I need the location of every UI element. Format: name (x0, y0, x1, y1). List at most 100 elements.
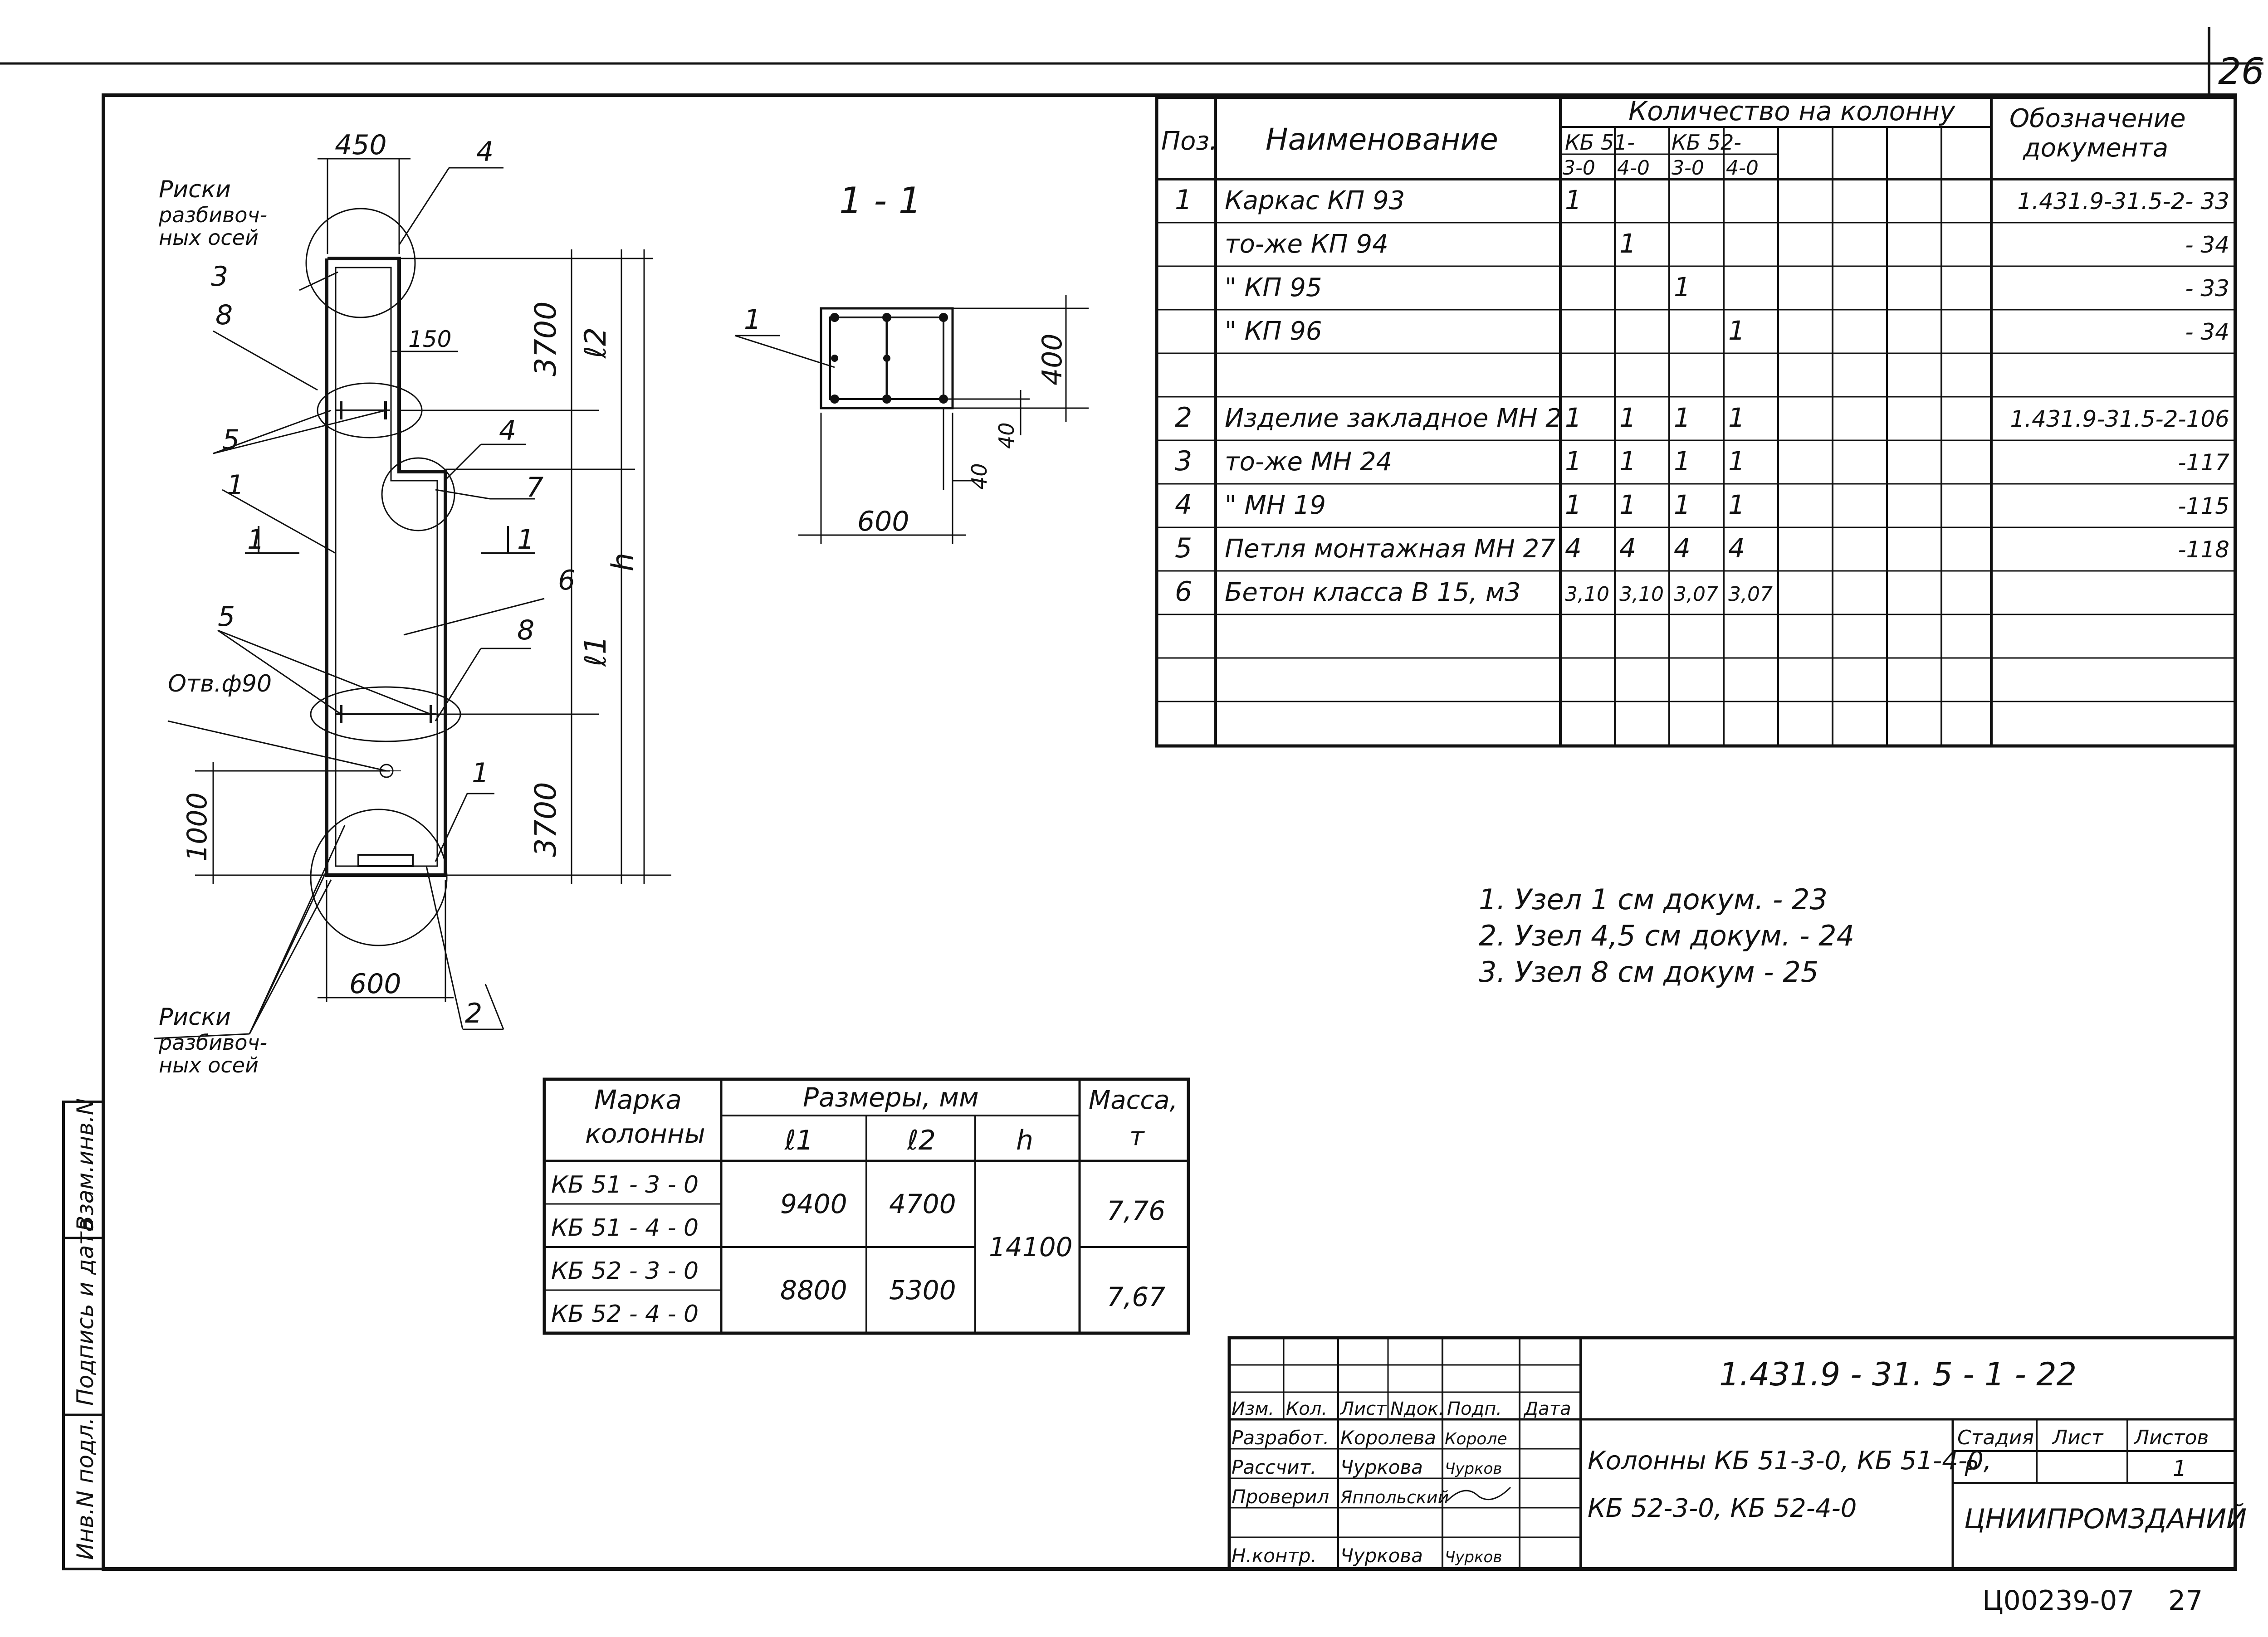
notes: 1. Узел 1 см докум. - 23 2. Узел 4,5 см … (1479, 883, 1854, 989)
note-2: 2. Узел 4,5 см докум. - 24 (1479, 919, 1854, 952)
spec-name: Петля монтажная МН 27 (1225, 534, 1555, 564)
tb-title-2: КБ 52-3-0, КБ 52-4-0 (1588, 1494, 1857, 1523)
mt-row-1: КБ 51 - 3 - 0 (551, 1171, 699, 1199)
spec-qty: 1 (1565, 402, 1582, 433)
spec-h-pos: Поз. (1161, 127, 1217, 156)
riski-bottom-2: разбивоч- (158, 1030, 267, 1055)
tb-sheets: 1 (2173, 1456, 2187, 1481)
dim-lower-3700: 3700 (529, 782, 563, 857)
mt-h-h: h (1016, 1125, 1033, 1156)
spec-h-sub-1: 3-0 (1563, 156, 1595, 180)
mt-h-dims: Размеры, мм (803, 1082, 979, 1113)
spec-table: Поз. Наименование Количество на колонну … (1155, 96, 2237, 748)
tb-name-5: Чуркова (1340, 1544, 1423, 1567)
spec-name: то-же КП 94 (1225, 229, 1388, 259)
pos-label-4-mid: 4 (499, 415, 516, 447)
tb-stage-label: Стадия (1957, 1426, 2034, 1449)
spec-pos: 4 (1175, 489, 1192, 521)
mt-g2-l1: 8800 (780, 1275, 847, 1306)
mt-g2-l2: 5300 (889, 1275, 956, 1306)
spec-name: " МН 19 (1225, 491, 1326, 520)
tb-org: ЦНИИПРОМЗДАНИЙ (1964, 1503, 2247, 1535)
spec-h-sub-4: 4-0 (1726, 156, 1759, 180)
spec-doc: - 34 (2185, 232, 2229, 258)
mt-g1-l2: 4700 (889, 1189, 956, 1219)
spec-qty: 1 (1565, 185, 1582, 215)
spec-name: то-же МН 24 (1225, 447, 1392, 477)
spec-h-kb52: КБ 52- (1672, 130, 1741, 155)
sheet-frame (102, 93, 2237, 1571)
mt-row-4: КБ 52 - 4 - 0 (551, 1301, 699, 1328)
tb-col-data: Дата (1523, 1398, 1571, 1419)
dim-upper-3700: 3700 (529, 302, 563, 376)
pos-label-6: 6 (558, 565, 575, 596)
tb-stage: Р (1964, 1456, 1977, 1481)
marks-table: Марка колонны Размеры, мм Масса, т ℓ1 ℓ2… (543, 1077, 1190, 1335)
spec-qty: 3,07 (1728, 583, 1773, 606)
mt-row-3: КБ 52 - 3 - 0 (551, 1257, 699, 1285)
section-dim-40b: 40 (967, 463, 992, 490)
spec-qty: 3,07 (1674, 583, 1718, 606)
pos-label-8-bottom: 8 (517, 614, 534, 646)
mt-h-mark-1: Марка (594, 1084, 682, 1115)
riski-bottom-1: Риски (159, 1004, 231, 1031)
section-dim-width: 600 (857, 506, 909, 537)
tb-col-podp: Подп. (1447, 1398, 1502, 1419)
spec-h-doc-2: документа (2023, 133, 2168, 163)
spec-name: " КП 95 (1225, 273, 1322, 302)
spec-name: Бетон класса В 15, м3 (1225, 578, 1521, 607)
pos-label-3: 3 (211, 261, 228, 292)
tb-name-1: Королева (1340, 1427, 1436, 1449)
tb-role-5: Н.контр. (1232, 1544, 1317, 1567)
riski-bottom-3: ных осей (159, 1053, 259, 1077)
spec-qty: 4 (1728, 533, 1745, 564)
riski-top-2: разбивоч- (158, 203, 267, 227)
section-dim-height: 400 (1036, 333, 1068, 385)
stamp-sign: Подпись и дата (72, 1218, 98, 1406)
section-1-1: 1 - 1 1 600 400 40 40 (734, 180, 1089, 544)
spec-pos: 6 (1175, 576, 1192, 608)
spec-h-doc-1: Обозначение (2009, 104, 2186, 133)
spec-h-kb51: КБ 51- (1565, 130, 1635, 155)
dim-l1: ℓ1 (579, 636, 613, 667)
pos-label-2: 2 (465, 998, 482, 1029)
spec-qty: 1 (1619, 228, 1636, 259)
spec-doc: - 33 (2185, 275, 2229, 302)
pos-label-7: 7 (526, 472, 543, 503)
spec-pos: 5 (1175, 532, 1192, 564)
spec-doc: 1.431.9-31.5-2-106 (2010, 406, 2229, 432)
spec-qty: 1 (1728, 489, 1745, 520)
spec-qty: 1 (1619, 446, 1636, 477)
title-block: Изм. Кол. Лист Nдок. Подп. Дата Разработ… (1227, 1336, 2247, 1571)
spec-pos: 2 (1175, 402, 1192, 434)
tb-role-1: Разработ. (1232, 1427, 1329, 1449)
stamp-inv: Инв.N подл. (72, 1418, 98, 1560)
section-pos-label: 1 (744, 304, 761, 336)
spec-doc: -118 (2178, 536, 2229, 563)
pos-label-4-top: 4 (476, 136, 494, 168)
stamp-vzam: Взам.инв.N (72, 1098, 98, 1231)
spec-qty: 1 (1674, 402, 1691, 433)
spec-qty: 4 (1619, 533, 1636, 564)
dim-l2: ℓ2 (579, 327, 613, 359)
section-arrow-right: 1 (517, 524, 534, 555)
riski-top-3: ных осей (159, 225, 259, 250)
spec-qty: 1 (1619, 402, 1636, 433)
spec-qty: 4 (1565, 533, 1582, 564)
page-number: 26 (2218, 50, 2264, 93)
spec-pos: 1 (1175, 184, 1192, 216)
spec-h-sub-3: 3-0 (1672, 156, 1704, 180)
mt-row-2: КБ 51 - 4 - 0 (551, 1214, 699, 1242)
mt-h-l1: ℓ1 (784, 1125, 813, 1156)
tb-title-1: Колонны КБ 51-3-0, КБ 51-4-0, (1588, 1446, 1992, 1476)
tb-sig-5: Чурков (1445, 1548, 1502, 1566)
spec-name: Изделие закладное МН 2 (1225, 404, 1562, 433)
pos-label-1-bottom: 1 (472, 757, 489, 789)
tb-role-3: Проверил (1232, 1486, 1329, 1508)
tb-sheets-label: Листов (2133, 1426, 2209, 1449)
spec-qty: 1 (1728, 402, 1745, 433)
spec-pos: 3 (1175, 445, 1192, 477)
spec-doc: -117 (2178, 449, 2230, 476)
hole-label: Отв.ф90 (168, 670, 272, 697)
